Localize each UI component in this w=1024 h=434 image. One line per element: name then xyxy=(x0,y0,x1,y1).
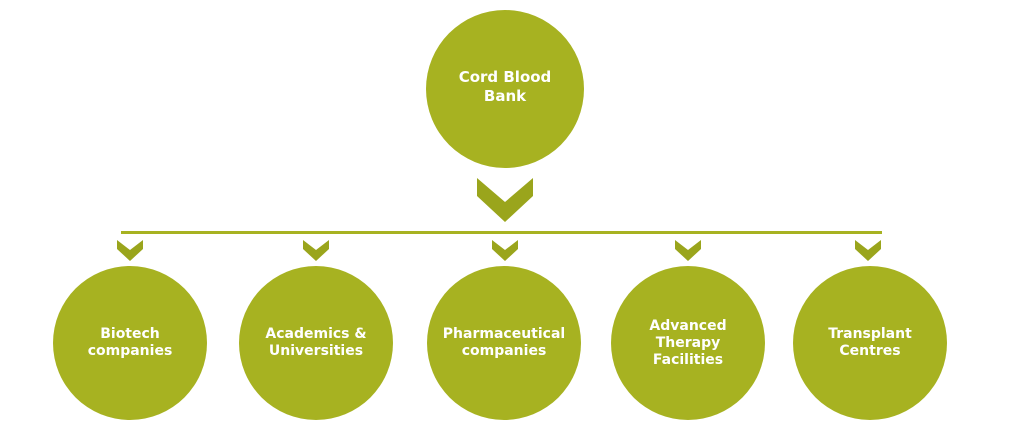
chevron-down-icon-2 xyxy=(303,240,329,261)
child-node-label: Advanced Therapy Facilities xyxy=(649,317,727,368)
root-node-cord-blood-bank: Cord Blood Bank xyxy=(426,10,584,168)
child-node-pharmaceutical: Pharmaceutical companies xyxy=(427,266,581,420)
chevron-down-icon-3 xyxy=(492,240,518,261)
chevron-down-icon-4 xyxy=(675,240,701,261)
child-node-academics: Academics & Universities xyxy=(239,266,393,420)
chevron-down-icon-5 xyxy=(855,240,881,261)
main-chevron-down-icon xyxy=(477,178,533,222)
child-node-label: Pharmaceutical companies xyxy=(442,326,566,359)
child-node-advanced-therapy: Advanced Therapy Facilities xyxy=(611,266,765,420)
root-node-label: Cord Blood Bank xyxy=(458,68,552,105)
chevron-down-icon-1 xyxy=(117,240,143,261)
child-node-label: Transplant Centres xyxy=(828,326,912,359)
connector-line xyxy=(121,231,882,234)
child-node-transplant: Transplant Centres xyxy=(793,266,947,420)
child-node-label: Academics & Universities xyxy=(265,326,367,359)
child-node-label: Biotech companies xyxy=(87,326,173,359)
child-node-biotech: Biotech companies xyxy=(53,266,207,420)
